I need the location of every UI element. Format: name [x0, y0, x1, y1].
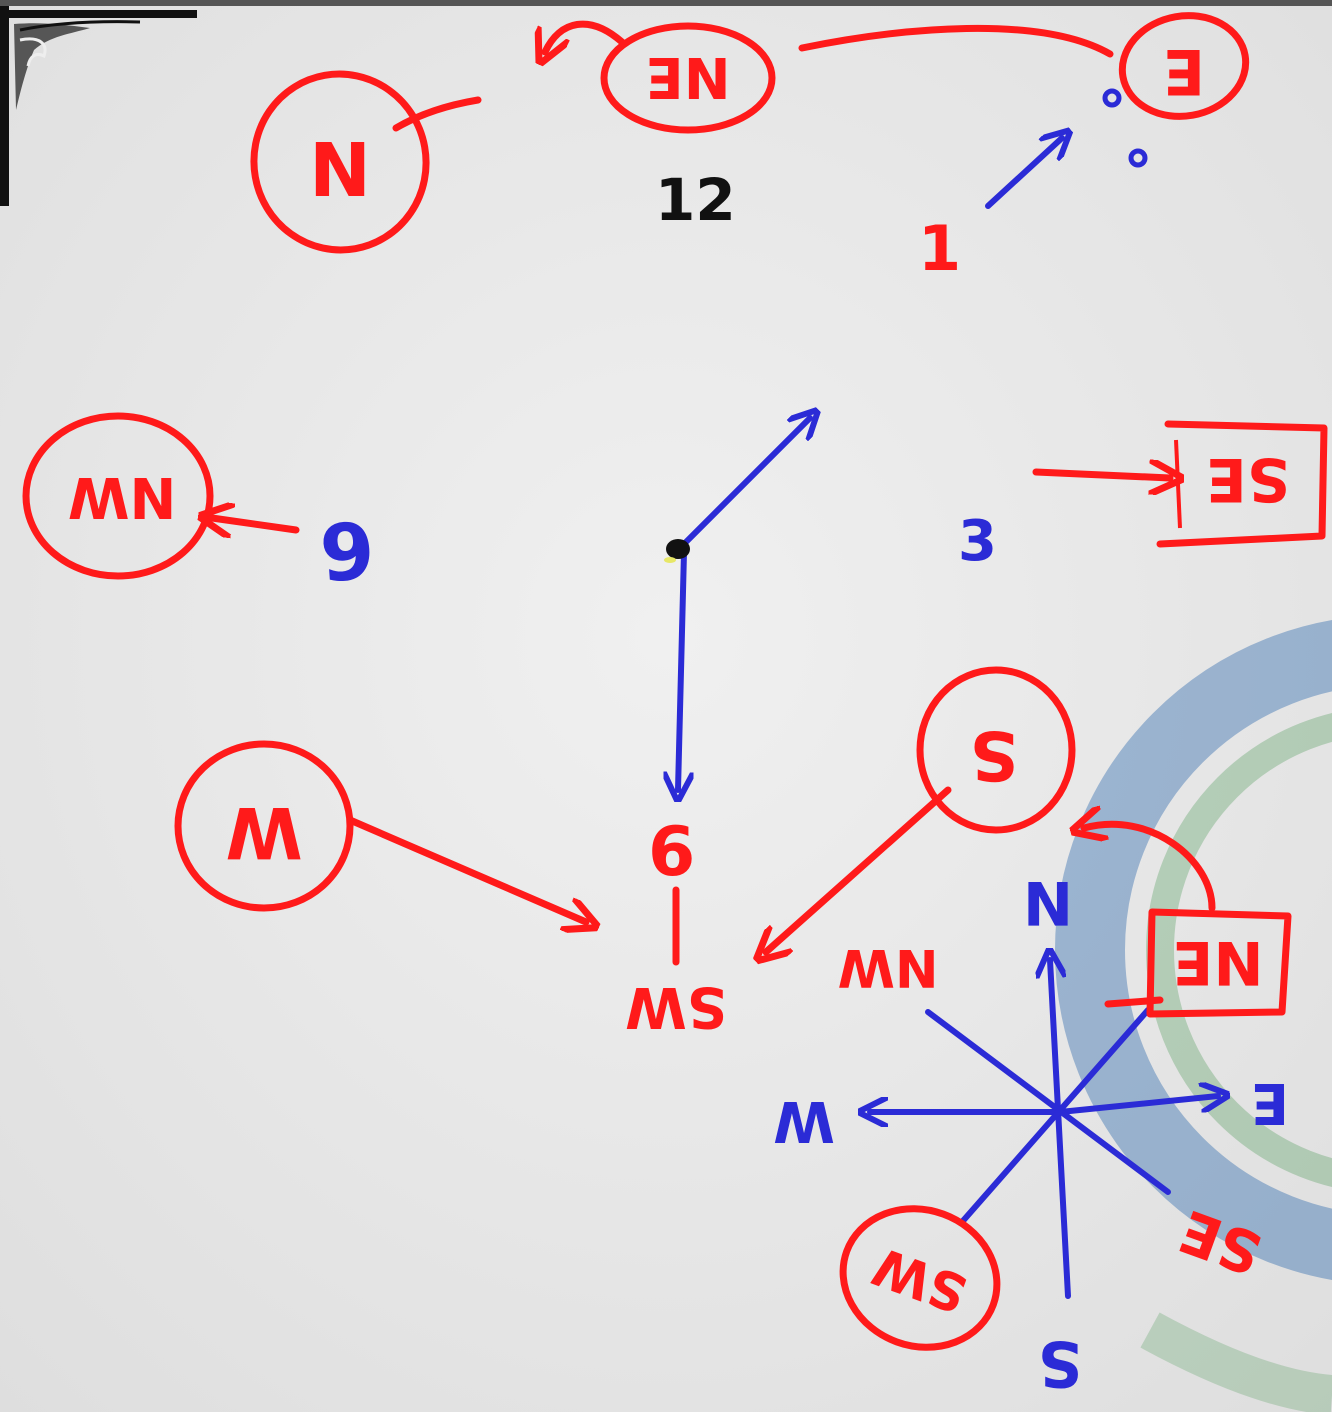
label-s-circle: S: [766, 666, 1076, 952]
svg-text:W: W: [225, 791, 302, 873]
compass-label-n: N: [1023, 867, 1073, 937]
svg-text:NW: NW: [68, 464, 177, 529]
label-ne-circle-top: NE: [545, 20, 1114, 134]
clock-face: 12 1 3 9 6: [317, 88, 1148, 892]
dot-near-e: [1102, 88, 1122, 108]
svg-text:SE: SE: [1206, 444, 1290, 514]
clock-number-6: 6: [648, 813, 695, 892]
compass-line-nw-se: [925, 1009, 1171, 1195]
label-se-box-right: SE: [1032, 420, 1328, 548]
svg-text:S: S: [970, 715, 1019, 794]
corner-frame-ornament: [0, 0, 1332, 206]
compass-rose: N W E S: [773, 867, 1289, 1400]
arrow-one-to-e: [985, 138, 1062, 209]
svg-text:N: N: [309, 124, 371, 210]
clock-hand-down: [678, 549, 684, 790]
svg-text:E: E: [1163, 35, 1205, 108]
svg-text:SW: SW: [625, 974, 727, 1039]
compass-line-sw-ne: [959, 1007, 1151, 1225]
compass-line-ns: [1050, 960, 1071, 1299]
svg-text:NE: NE: [645, 44, 730, 109]
label-e-circle: E: [1118, 12, 1250, 120]
label-sw-center: SW: [625, 886, 727, 1039]
clock-number-9: 9: [317, 507, 377, 601]
svg-text:NE: NE: [1172, 927, 1263, 997]
clock-center-dot: [666, 539, 690, 559]
compass-label-w: W: [773, 1088, 835, 1153]
watermark-seal: [1055, 620, 1332, 1412]
clock-hand-up-right: [677, 418, 810, 551]
label-nw-circle-left: NW: [22, 412, 300, 580]
label-w-circle: W: [174, 740, 586, 922]
clock-number-1: 1: [918, 212, 961, 285]
label-n-circle: N: [250, 70, 482, 254]
compass-label-ne-box: NE: [1084, 824, 1292, 1018]
compass-label-s: S: [1038, 1327, 1083, 1400]
compass-label-e: E: [1251, 1070, 1289, 1135]
clock-number-12: 12: [655, 166, 736, 234]
label-nw-mid: NW: [838, 937, 939, 997]
clock-number-3: 3: [958, 509, 997, 574]
